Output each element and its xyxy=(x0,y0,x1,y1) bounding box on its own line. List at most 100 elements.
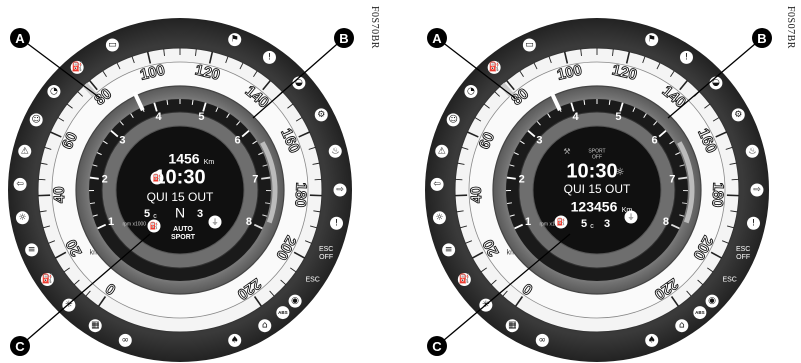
svg-text:⛽: ⛽ xyxy=(489,60,500,72)
date-text: QUI 15 OUT xyxy=(564,182,631,196)
drive-mode-line2: SPORT xyxy=(171,234,196,241)
abs-indicator-label: ABS xyxy=(695,310,705,315)
tacho-tick xyxy=(584,100,585,105)
callout-c-right-letter: C xyxy=(432,339,442,354)
svg-text:◔: ◔ xyxy=(50,86,58,96)
figure-code-right: F0S07BR xyxy=(786,6,798,76)
service-wrench-display-icon: ⚒ xyxy=(563,147,570,156)
svg-text:⚑: ⚑ xyxy=(648,35,656,45)
svg-text:!: ! xyxy=(268,52,272,62)
svg-text:☺: ☺ xyxy=(448,114,457,125)
svg-text:⌂: ⌂ xyxy=(679,321,685,331)
svg-text:⇦: ⇦ xyxy=(16,179,24,189)
tacho-tick xyxy=(192,100,193,105)
position-lights-icon: ☼ xyxy=(433,211,446,224)
engine-check-icon: ⚙ xyxy=(315,108,328,121)
outside-temp-unit: c xyxy=(590,223,594,230)
display-fuel-icon: ⛽ xyxy=(151,172,164,185)
svg-text:☼: ☼ xyxy=(18,213,26,223)
figure-code-left: F0S70BR xyxy=(370,6,382,76)
service-wrench-icon: ⚑ xyxy=(228,33,241,46)
svg-text:▦: ▦ xyxy=(508,321,517,331)
speed-tick xyxy=(455,179,462,180)
svg-text:▭: ▭ xyxy=(525,40,534,50)
drive-mode-line1: AUTO xyxy=(173,226,193,233)
airbag-icon: ☺ xyxy=(447,113,460,126)
coolant-temp-icon: ♨ xyxy=(746,145,759,158)
coolant-temp-icon: ♨ xyxy=(329,145,342,158)
battery-icon: ▭ xyxy=(523,38,536,51)
speed-label: 40 xyxy=(51,186,69,203)
door-open-icon: ⌂ xyxy=(258,319,271,332)
tacho-tick xyxy=(609,100,610,105)
battery-icon: ▭ xyxy=(106,38,119,51)
tacho-label: 8 xyxy=(663,216,669,228)
tacho-label: 5 xyxy=(198,111,204,123)
speed-tick xyxy=(732,179,739,180)
svg-text:!: ! xyxy=(685,52,689,62)
warning-triangle-icon: ⚠ xyxy=(18,145,31,158)
gear-indicator: N xyxy=(175,205,185,221)
tacho-label: 5 xyxy=(615,111,621,123)
svg-text:◉: ◉ xyxy=(291,296,299,306)
seatbelt-icon: ◔ xyxy=(47,85,60,98)
svg-text:♨: ♨ xyxy=(331,146,339,156)
right-instrument-cluster: 020406080100120140160180200220km/h123456… xyxy=(425,18,769,362)
callout-b-right-letter: B xyxy=(757,31,766,46)
door-open-icon: ⌂ xyxy=(675,319,688,332)
tacho-label: 6 xyxy=(652,134,658,146)
svg-text:⛽: ⛽ xyxy=(42,272,53,284)
tacho-tick xyxy=(261,178,270,179)
warning-triangle-icon: ⚠ xyxy=(435,145,448,158)
svg-text:⛽: ⛽ xyxy=(153,173,162,182)
tacho-label: 2 xyxy=(519,174,525,186)
tacho-label: 3 xyxy=(536,134,542,146)
svg-text:▭: ▭ xyxy=(108,40,117,50)
svg-text:◉: ◉ xyxy=(708,296,716,306)
engine-check-icon: ⚙ xyxy=(732,108,745,121)
abs-indicator-label: ABS xyxy=(278,310,288,315)
speed-tick xyxy=(38,179,45,180)
callout-c-left-letter: C xyxy=(15,339,25,354)
svg-text:⏚: ⏚ xyxy=(628,213,635,221)
figure-code-right-text: F0S07BR xyxy=(785,6,796,49)
brake-icon: ! xyxy=(330,217,343,230)
svg-text:♠: ♠ xyxy=(231,335,239,345)
immobilizer-icon: ♠ xyxy=(228,334,241,347)
odometer-unit: Km xyxy=(204,159,215,166)
svg-text:⚙: ⚙ xyxy=(317,110,325,120)
brake-icon: ! xyxy=(747,217,760,230)
svg-text:♨: ♨ xyxy=(748,146,756,156)
rear-fog-icon: ▦ xyxy=(89,319,102,332)
left-instrument-cluster: 020406080100120140160180200220km/h123456… xyxy=(8,18,352,362)
outside-temp: 5 xyxy=(144,208,150,220)
position-lights-icon: ☼ xyxy=(16,211,29,224)
svg-text:∞: ∞ xyxy=(122,335,130,345)
svg-text:⇨: ⇨ xyxy=(336,185,344,195)
display-fuel-reserve-icon: ⛽ xyxy=(148,220,161,233)
tacho-tick xyxy=(507,178,516,179)
airbag-icon: ☺ xyxy=(30,113,43,126)
clock-time: 10:30 xyxy=(566,160,617,182)
headlight-level: 3 xyxy=(197,208,203,220)
display-temp-icon: ⏚ xyxy=(625,211,638,224)
esc-indicator: ESC xyxy=(305,276,319,283)
tacho-label: 3 xyxy=(119,134,125,146)
fuel-reserve-icon: ⛽ xyxy=(71,60,84,74)
svg-text:⛽: ⛽ xyxy=(72,60,83,72)
svg-text:◔: ◔ xyxy=(467,86,475,96)
tacho-tick xyxy=(167,100,168,105)
esc-off-line1: ESC xyxy=(319,246,333,253)
svg-text:≡: ≡ xyxy=(28,245,36,255)
left-turn-icon: ⇦ xyxy=(431,178,444,191)
speed-tick xyxy=(315,179,322,180)
svg-text:⇦: ⇦ xyxy=(433,179,441,189)
display-temp-icon: ⏚ xyxy=(209,216,222,229)
esc-off-line2: OFF xyxy=(736,254,750,261)
speed-label: 180 xyxy=(291,182,309,208)
esc-indicator: ESC xyxy=(722,276,736,283)
svg-text:≡: ≡ xyxy=(445,245,453,255)
tacho-tick xyxy=(90,178,99,179)
tacho-label: 1 xyxy=(108,216,114,228)
high-beam-icon: ≡ xyxy=(442,243,455,256)
